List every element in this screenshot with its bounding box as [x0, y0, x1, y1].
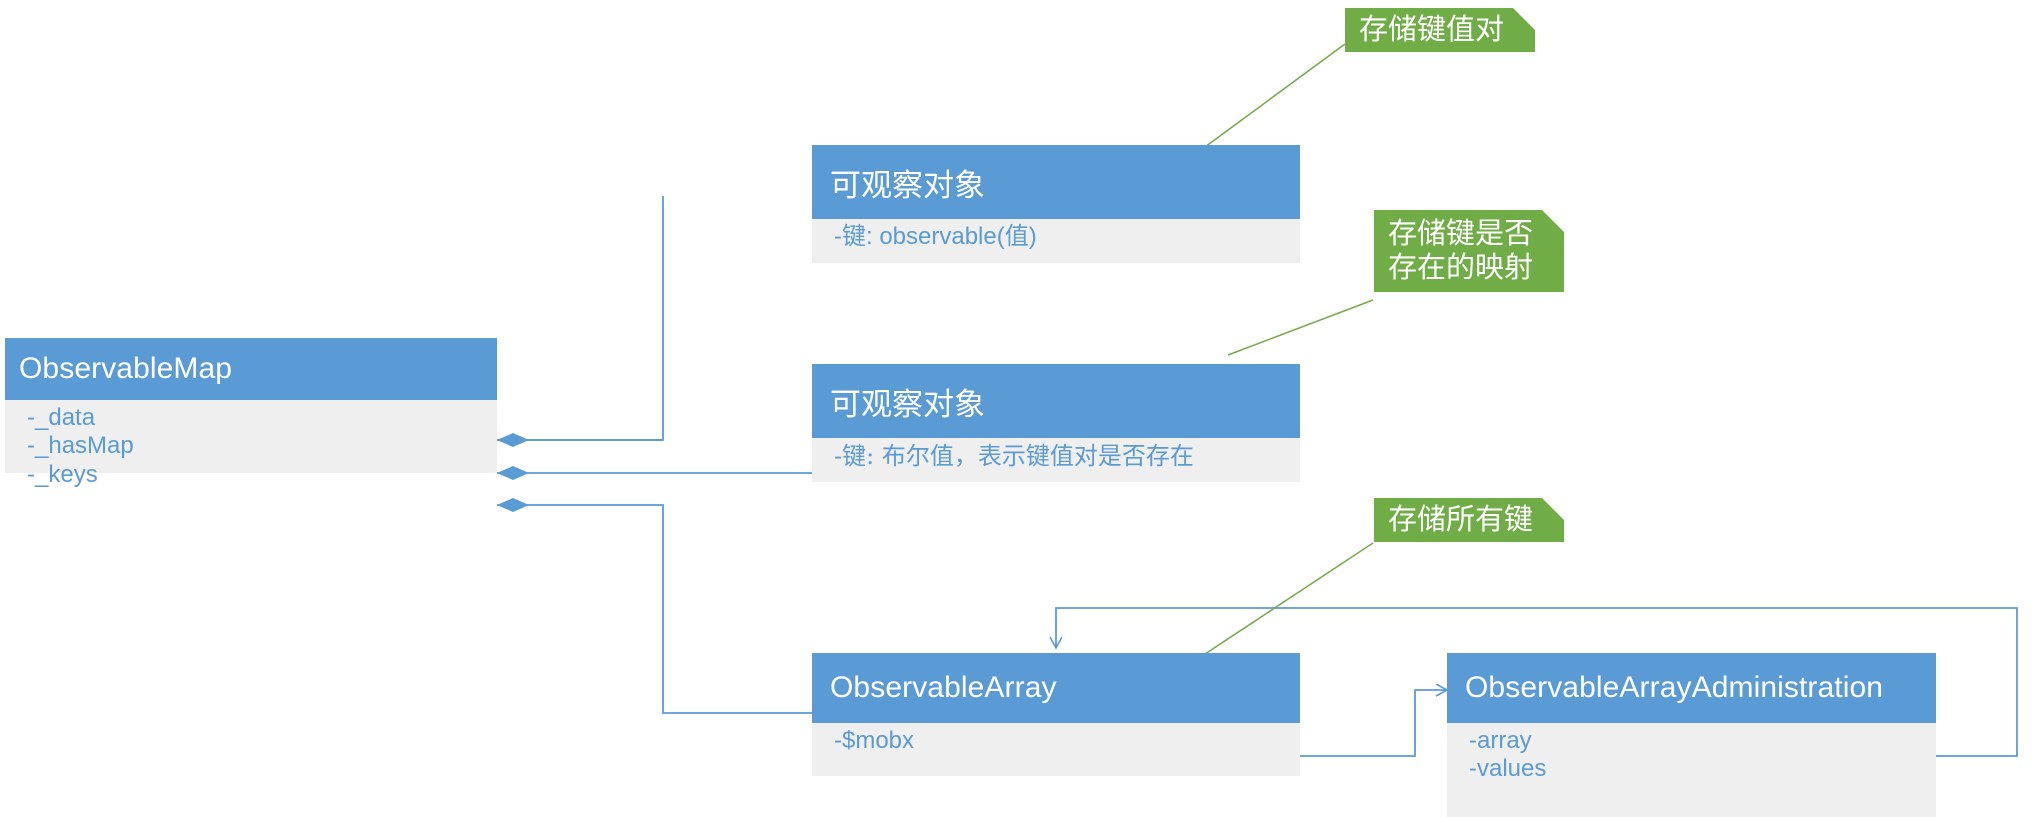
class-observable-array[interactable]: ObservableArray -$mobx	[812, 653, 1300, 776]
connector-hasmap-to-observable-object	[497, 466, 812, 480]
class-observable-array-attributes: -$mobx	[812, 723, 1300, 776]
leader-note-has-map	[1227, 299, 1374, 356]
leader-note-key-value	[1204, 43, 1346, 148]
attribute-key-observable: -键: observable(值)	[834, 223, 1037, 250]
class-observable-object-data-attributes: -键: observable(值)	[812, 219, 1300, 263]
class-observable-map-attributes: -_data -_hasMap -_keys	[5, 400, 497, 488]
connector-keys-to-observable-array	[497, 498, 812, 714]
note-has-map[interactable]: 存储键是否 存在的映射	[1374, 210, 1564, 292]
note-key-value-text: 存储键值对	[1359, 12, 1505, 47]
attribute-array: -array	[1469, 727, 1532, 754]
class-observable-object-hasmap[interactable]: 可观察对象 -键: 布尔值，表示键值对是否存在	[812, 364, 1300, 482]
note-all-keys-text: 存储所有键	[1388, 502, 1534, 537]
class-observable-array-administration-attributes: -array -values	[1447, 723, 1936, 817]
attribute-mobx: -$mobx	[834, 727, 915, 754]
attribute-key-boolean: -键: 布尔值，表示键值对是否存在	[834, 442, 1194, 470]
attribute-hasmap: -_hasMap	[27, 432, 134, 460]
class-observable-object-data-title: 可观察对象	[812, 145, 1300, 219]
note-fold-corner-icon	[1542, 210, 1564, 232]
connector-data-to-observable-object	[497, 196, 664, 447]
class-observable-object-hasmap-title: 可观察对象	[812, 364, 1300, 438]
attribute-values: -values	[1469, 755, 1547, 783]
note-all-keys[interactable]: 存储所有键	[1374, 498, 1564, 542]
composition-diamond-data	[497, 433, 529, 447]
class-observable-map-title: ObservableMap	[5, 338, 497, 400]
attribute-data: -_data	[27, 404, 96, 431]
leader-note-all-keys	[1195, 542, 1374, 661]
note-key-value[interactable]: 存储键值对	[1345, 8, 1535, 52]
class-observable-object-data[interactable]: 可观察对象 -键: observable(值)	[812, 145, 1300, 263]
note-leader-lines	[1195, 43, 1374, 661]
class-observable-map[interactable]: ObservableMap -_data -_hasMap -_keys	[5, 338, 497, 488]
note-has-map-text: 存储键是否 存在的映射	[1388, 216, 1534, 284]
attribute-keys: -_keys	[27, 460, 98, 488]
connector-mobx-to-administration	[1300, 690, 1447, 757]
class-observable-object-hasmap-attributes: -键: 布尔值，表示键值对是否存在	[812, 438, 1300, 482]
note-fold-corner-icon	[1513, 8, 1535, 30]
composition-diamond-hasmap	[497, 466, 529, 480]
class-observable-array-title: ObservableArray	[812, 653, 1300, 723]
composition-diamond-keys	[497, 498, 529, 512]
class-observable-array-administration-title: ObservableArrayAdministration	[1447, 653, 1936, 723]
class-observable-array-administration[interactable]: ObservableArrayAdministration -array -va…	[1447, 653, 1936, 817]
note-fold-corner-icon	[1542, 498, 1564, 520]
